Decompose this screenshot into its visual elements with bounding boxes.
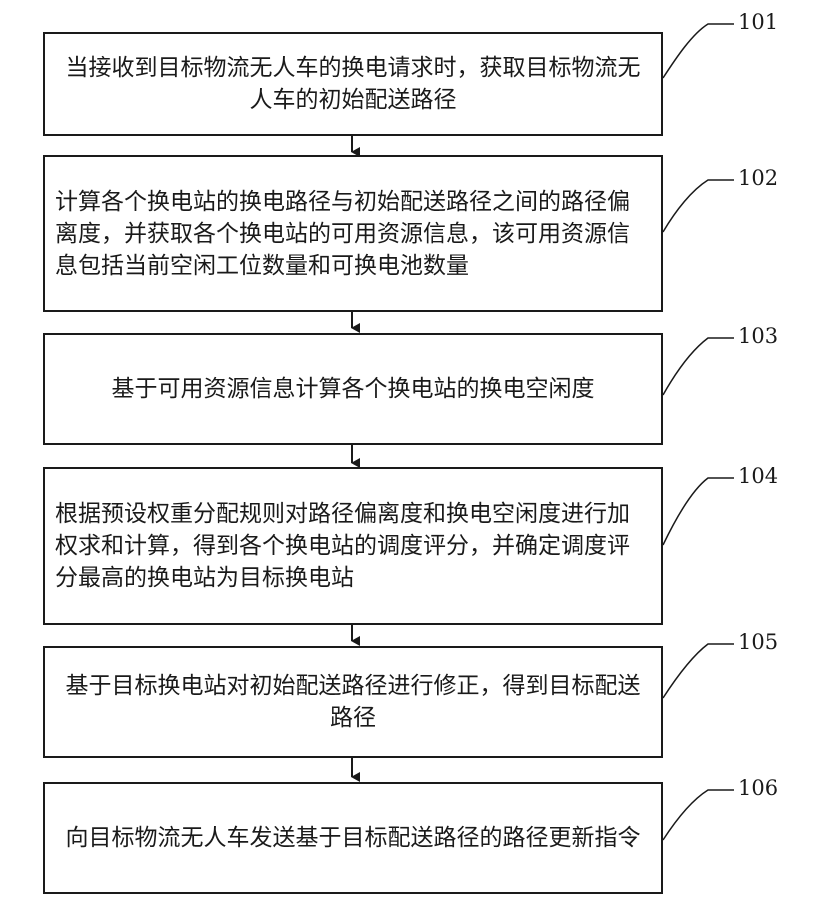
step-box-101: 当接收到目标物流无人车的换电请求时，获取目标物流无人车的初始配送路径 bbox=[43, 32, 663, 136]
step-number-104: 104 bbox=[738, 464, 778, 488]
step-box-102: 计算各个换电站的换电路径与初始配送路径之间的路径偏离度，并获取各个换电站的可用资… bbox=[43, 155, 663, 312]
step-number-103: 103 bbox=[738, 324, 778, 348]
step-text-105: 基于目标换电站对初始配送路径进行修正，得到目标配送路径 bbox=[45, 670, 661, 734]
step-number-105: 105 bbox=[738, 630, 778, 654]
step-text-106: 向目标物流无人车发送基于目标配送路径的路径更新指令 bbox=[56, 822, 651, 854]
step-box-106: 向目标物流无人车发送基于目标配送路径的路径更新指令 bbox=[43, 782, 663, 894]
step-number-102: 102 bbox=[738, 166, 778, 190]
step-box-103: 基于可用资源信息计算各个换电站的换电空闲度 bbox=[43, 333, 663, 445]
step-number-106: 106 bbox=[738, 776, 778, 800]
step-box-105: 基于目标换电站对初始配送路径进行修正，得到目标配送路径 bbox=[43, 646, 663, 758]
leader-line-105 bbox=[663, 644, 734, 698]
step-box-104: 根据预设权重分配规则对路径偏离度和换电空闲度进行加权求和计算，得到各个换电站的调… bbox=[43, 467, 663, 625]
leader-line-102 bbox=[663, 180, 734, 232]
step-text-101: 当接收到目标物流无人车的换电请求时，获取目标物流无人车的初始配送路径 bbox=[45, 52, 661, 116]
step-text-103: 基于可用资源信息计算各个换电站的换电空闲度 bbox=[102, 373, 605, 405]
step-number-101: 101 bbox=[738, 10, 778, 34]
step-text-102: 计算各个换电站的换电路径与初始配送路径之间的路径偏离度，并获取各个换电站的可用资… bbox=[45, 186, 661, 282]
leader-line-106 bbox=[663, 790, 734, 840]
step-text-104: 根据预设权重分配规则对路径偏离度和换电空闲度进行加权求和计算，得到各个换电站的调… bbox=[45, 498, 661, 594]
leader-line-104 bbox=[663, 478, 734, 545]
leader-line-101 bbox=[663, 24, 734, 78]
leader-line-103 bbox=[663, 338, 734, 395]
